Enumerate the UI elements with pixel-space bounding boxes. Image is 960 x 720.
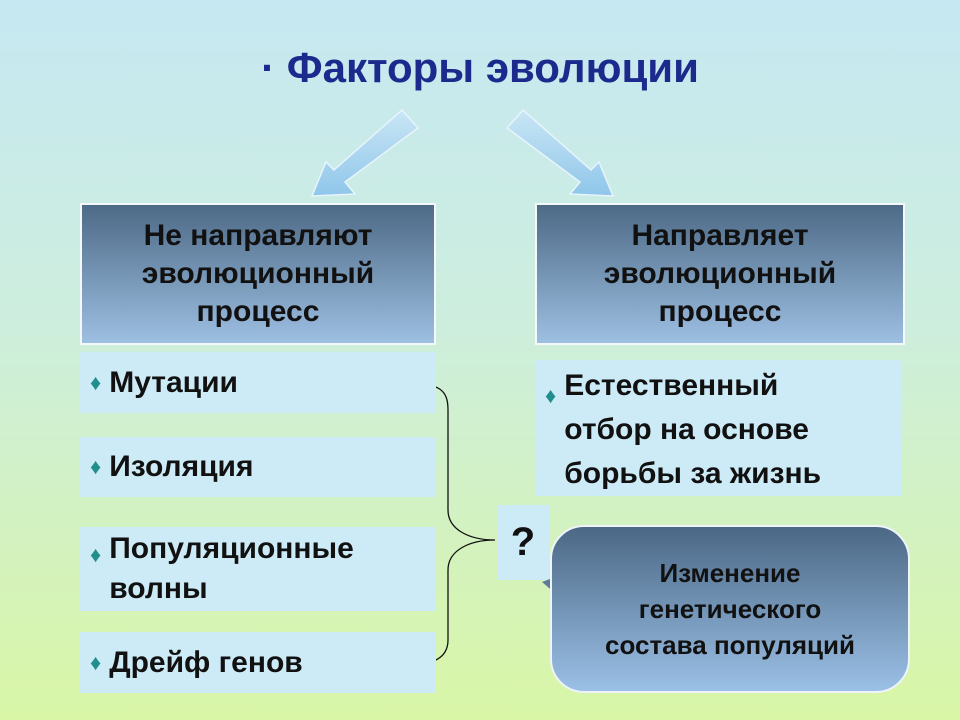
arrow-right-icon xyxy=(505,108,615,197)
header-directing: Направляет эволюционный процесс xyxy=(535,203,905,345)
question-box: ? xyxy=(497,505,549,580)
list-item-population-waves: ♦Популяционные волны xyxy=(80,527,436,611)
list-item-genetic-drift: ♦Дрейф генов xyxy=(80,632,436,693)
list-item-natural-selection: ♦Естественный отбор на основе борьбы за … xyxy=(535,360,901,496)
slide-title: · Факторы эволюции xyxy=(261,44,699,91)
callout-genetic-change: Изменение генетического состава популяци… xyxy=(550,525,910,693)
list-item-mutations: ♦Мутации xyxy=(80,352,436,413)
header-not-directing: Не направляют эволюционный процесс xyxy=(80,203,436,345)
brace-line xyxy=(404,382,496,666)
diamond-bullet-icon: ♦ xyxy=(90,649,102,675)
diamond-bullet-icon: ♦ xyxy=(90,542,102,567)
diamond-bullet-icon: ♦ xyxy=(90,369,102,395)
list-item-isolation: ♦Изоляция xyxy=(80,437,436,497)
arrow-left-icon xyxy=(310,108,420,197)
diamond-bullet-icon: ♦ xyxy=(545,383,557,408)
diamond-bullet-icon: ♦ xyxy=(90,454,102,479)
